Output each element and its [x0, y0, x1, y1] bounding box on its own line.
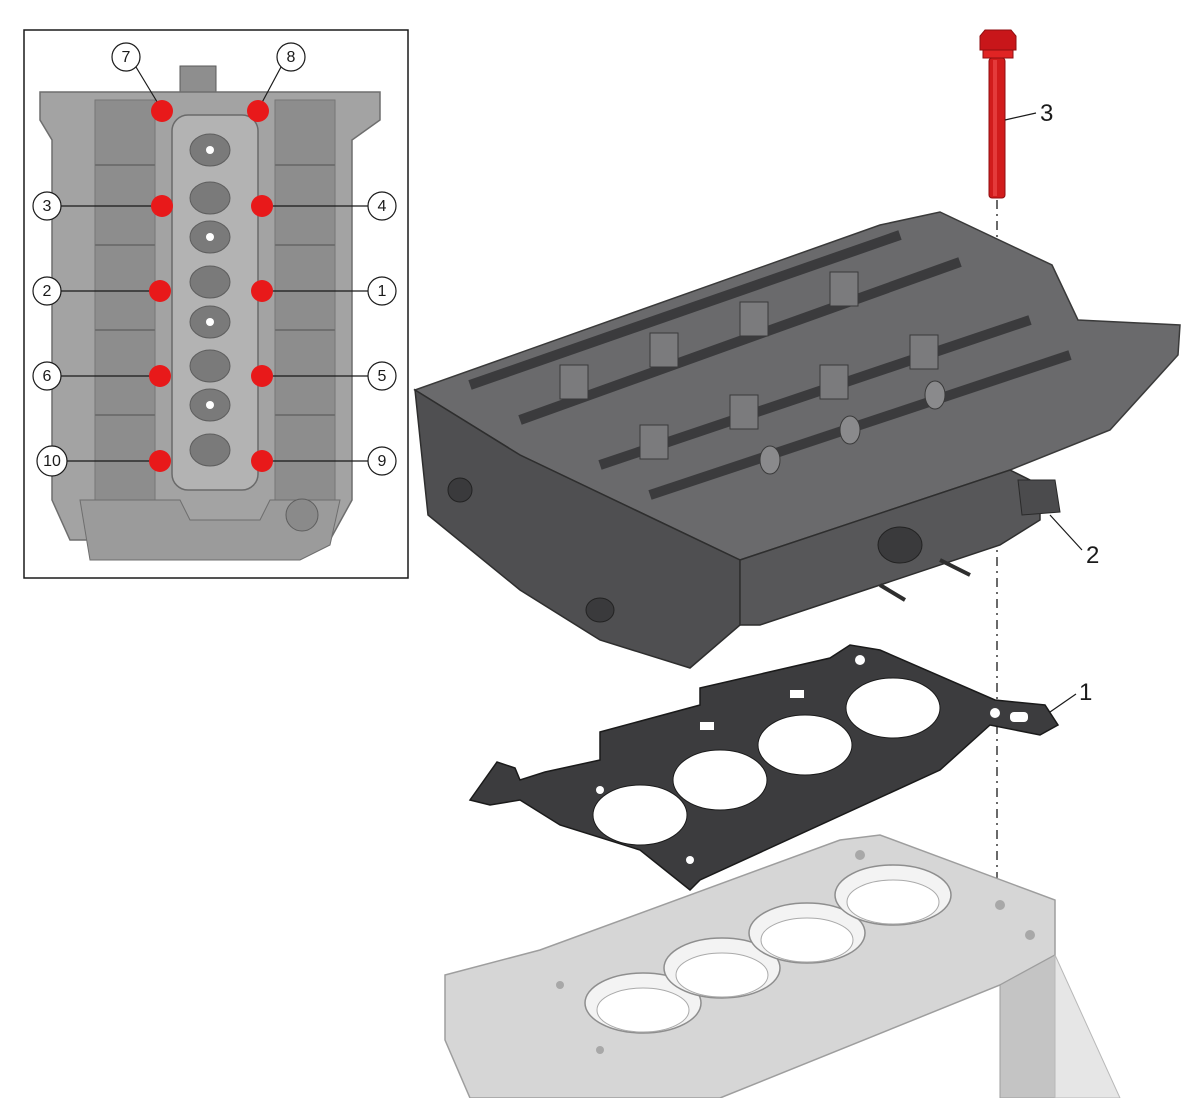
callout-label-bolt: 3	[1040, 100, 1053, 127]
svg-text:9: 9	[378, 453, 387, 470]
svg-text:2: 2	[43, 283, 52, 300]
sequence-badge-6: 6	[32, 361, 62, 391]
svg-text:1: 1	[378, 283, 387, 300]
bolt-marker-4	[251, 195, 273, 217]
sequence-badge-4: 4	[367, 191, 397, 221]
head-bolt	[979, 29, 1017, 199]
bolt-marker-1	[251, 280, 273, 302]
bolt-position-markers	[149, 100, 273, 472]
head-gasket	[468, 644, 1060, 892]
bolt-marker-5	[251, 365, 273, 387]
svg-text:6: 6	[43, 368, 52, 385]
bolt-marker-9	[251, 450, 273, 472]
svg-text:5: 5	[378, 368, 387, 385]
sequence-badge-8: 8	[276, 42, 306, 72]
leader-line-bolt	[1004, 112, 1037, 121]
sequence-badge-10: 10	[36, 445, 68, 477]
callout-label-gasket: 1	[1079, 679, 1092, 706]
callout-label-head: 2	[1086, 542, 1099, 569]
leader-line-gasket	[1049, 693, 1077, 713]
bolt-marker-6	[149, 365, 171, 387]
inset-cylinder-head	[39, 65, 381, 561]
leader-line-head	[1049, 514, 1083, 551]
engine-block	[444, 834, 1121, 1098]
svg-text:8: 8	[287, 49, 296, 66]
sequence-badges: 7 8 3 4 2 1 6	[32, 42, 397, 477]
bolt-marker-3	[151, 195, 173, 217]
bolt-marker-8	[247, 100, 269, 122]
sequence-badge-2: 2	[32, 276, 62, 306]
bolt-marker-2	[149, 280, 171, 302]
sequence-badge-7: 7	[111, 42, 141, 72]
bolt-marker-7	[151, 100, 173, 122]
svg-text:3: 3	[43, 198, 52, 215]
cylinder-head	[413, 211, 1181, 669]
sequence-badge-9: 9	[367, 446, 397, 476]
svg-text:4: 4	[378, 198, 387, 215]
sequence-badge-3: 3	[32, 191, 62, 221]
sequence-badge-5: 5	[367, 361, 397, 391]
tightening-sequence-inset: 7 8 3 4 2 1 6	[23, 29, 409, 579]
svg-text:10: 10	[43, 453, 61, 470]
svg-text:7: 7	[122, 49, 131, 66]
bolt-marker-10	[149, 450, 171, 472]
sequence-badge-1: 1	[367, 276, 397, 306]
